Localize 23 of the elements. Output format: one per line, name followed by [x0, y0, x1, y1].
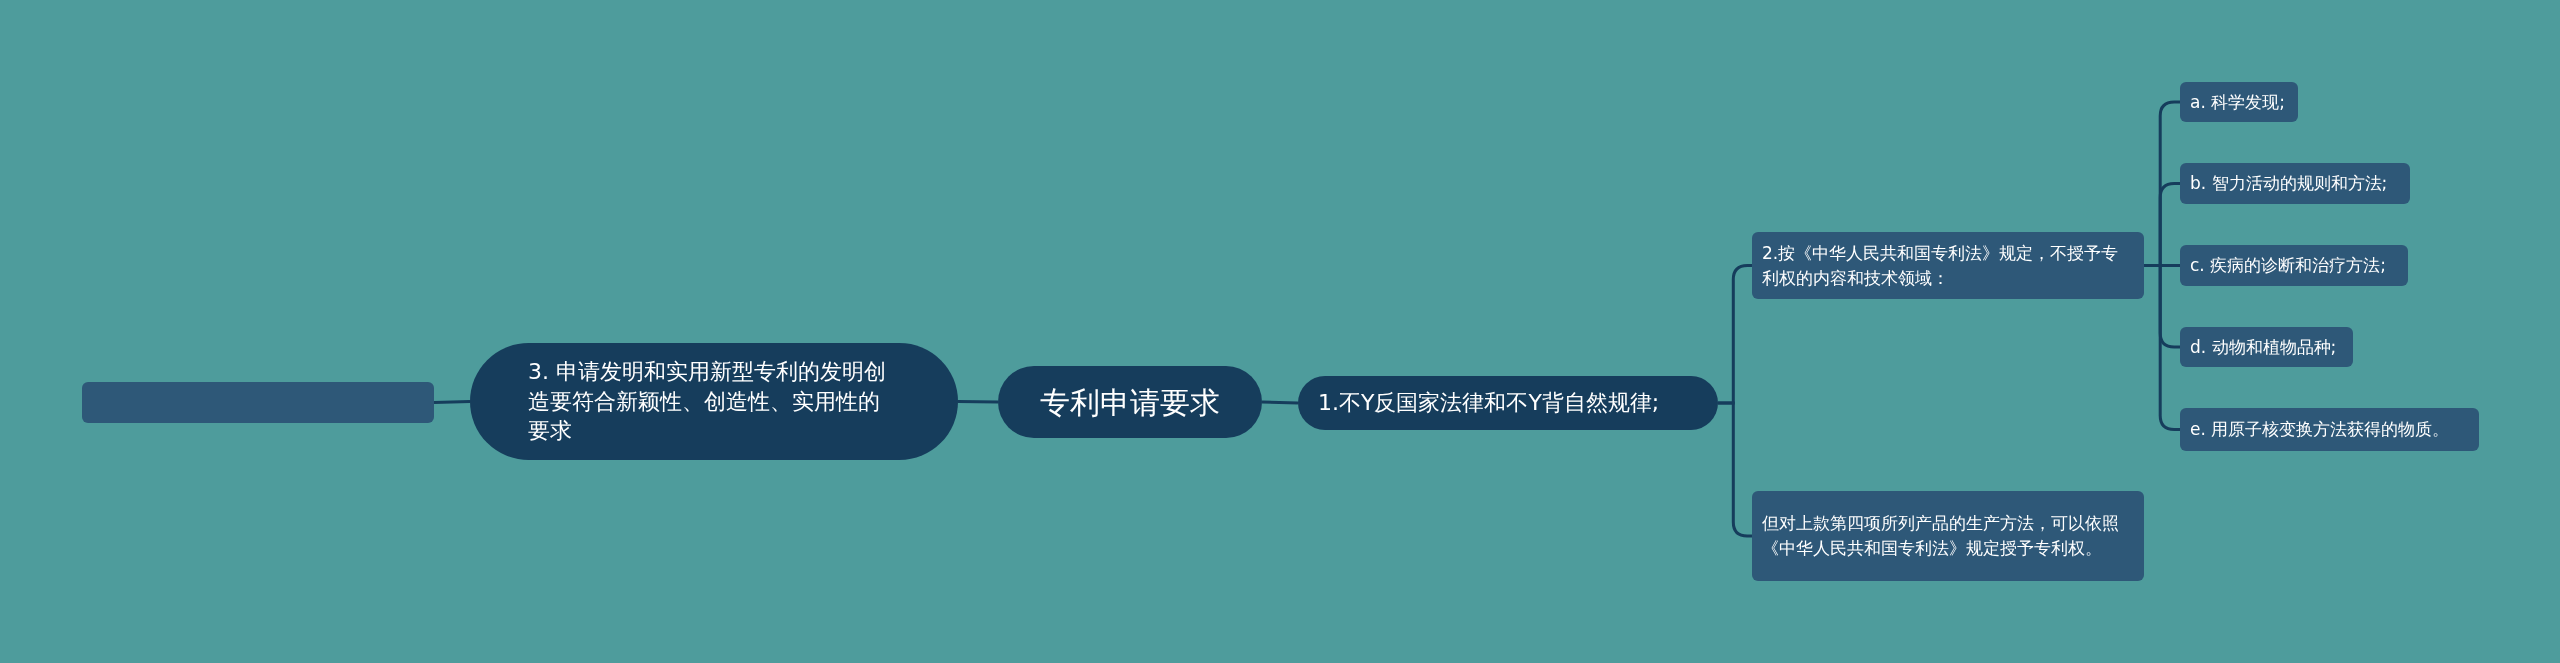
- subtopic-box: [2180, 327, 2353, 367]
- subtopic-box: [1752, 232, 2144, 299]
- connector-line: [1261, 400, 1299, 405]
- node-text: b. 智力活动的规则和方法;: [2190, 172, 2388, 196]
- node-text: e. 用原子核变换方法获得的物质。: [2190, 418, 2450, 442]
- subtopic-box: [1752, 491, 2144, 581]
- subtopic-box: [2180, 408, 2479, 451]
- node-text: d. 动物和植物品种;: [2190, 335, 2337, 359]
- node-text: 专利申请要求: [1040, 383, 1220, 422]
- connector-line: [433, 400, 471, 404]
- subtopic-box: [2180, 163, 2410, 204]
- node-text: 3. 申请发明和实用新型专利的发明创造要符合新颖性、创造性、实用性的要求: [528, 357, 887, 446]
- node-text: 1.不Y反国家法律和不Y背自然规律;: [1318, 389, 1660, 418]
- node-text: c. 疾病的诊断和治疗方法;: [2190, 254, 2386, 278]
- topic-box: [1298, 376, 1718, 430]
- subtopic-box: [2180, 82, 2298, 122]
- connector-line: [2144, 264, 2180, 431]
- node-text: a. 科学发现;: [2190, 90, 2285, 114]
- subtopic-box: [2180, 245, 2408, 286]
- empty-box: [82, 382, 434, 423]
- connector-line: [957, 400, 999, 404]
- node-text: 但对上款第四项所列产品的生产方法，可以依照《中华人民共和国专利法》规定授予专利权。: [1762, 512, 2120, 560]
- node-text: 2.按《中华人民共和国专利法》规定，不授予专利权的内容和技术领域：: [1762, 241, 2120, 290]
